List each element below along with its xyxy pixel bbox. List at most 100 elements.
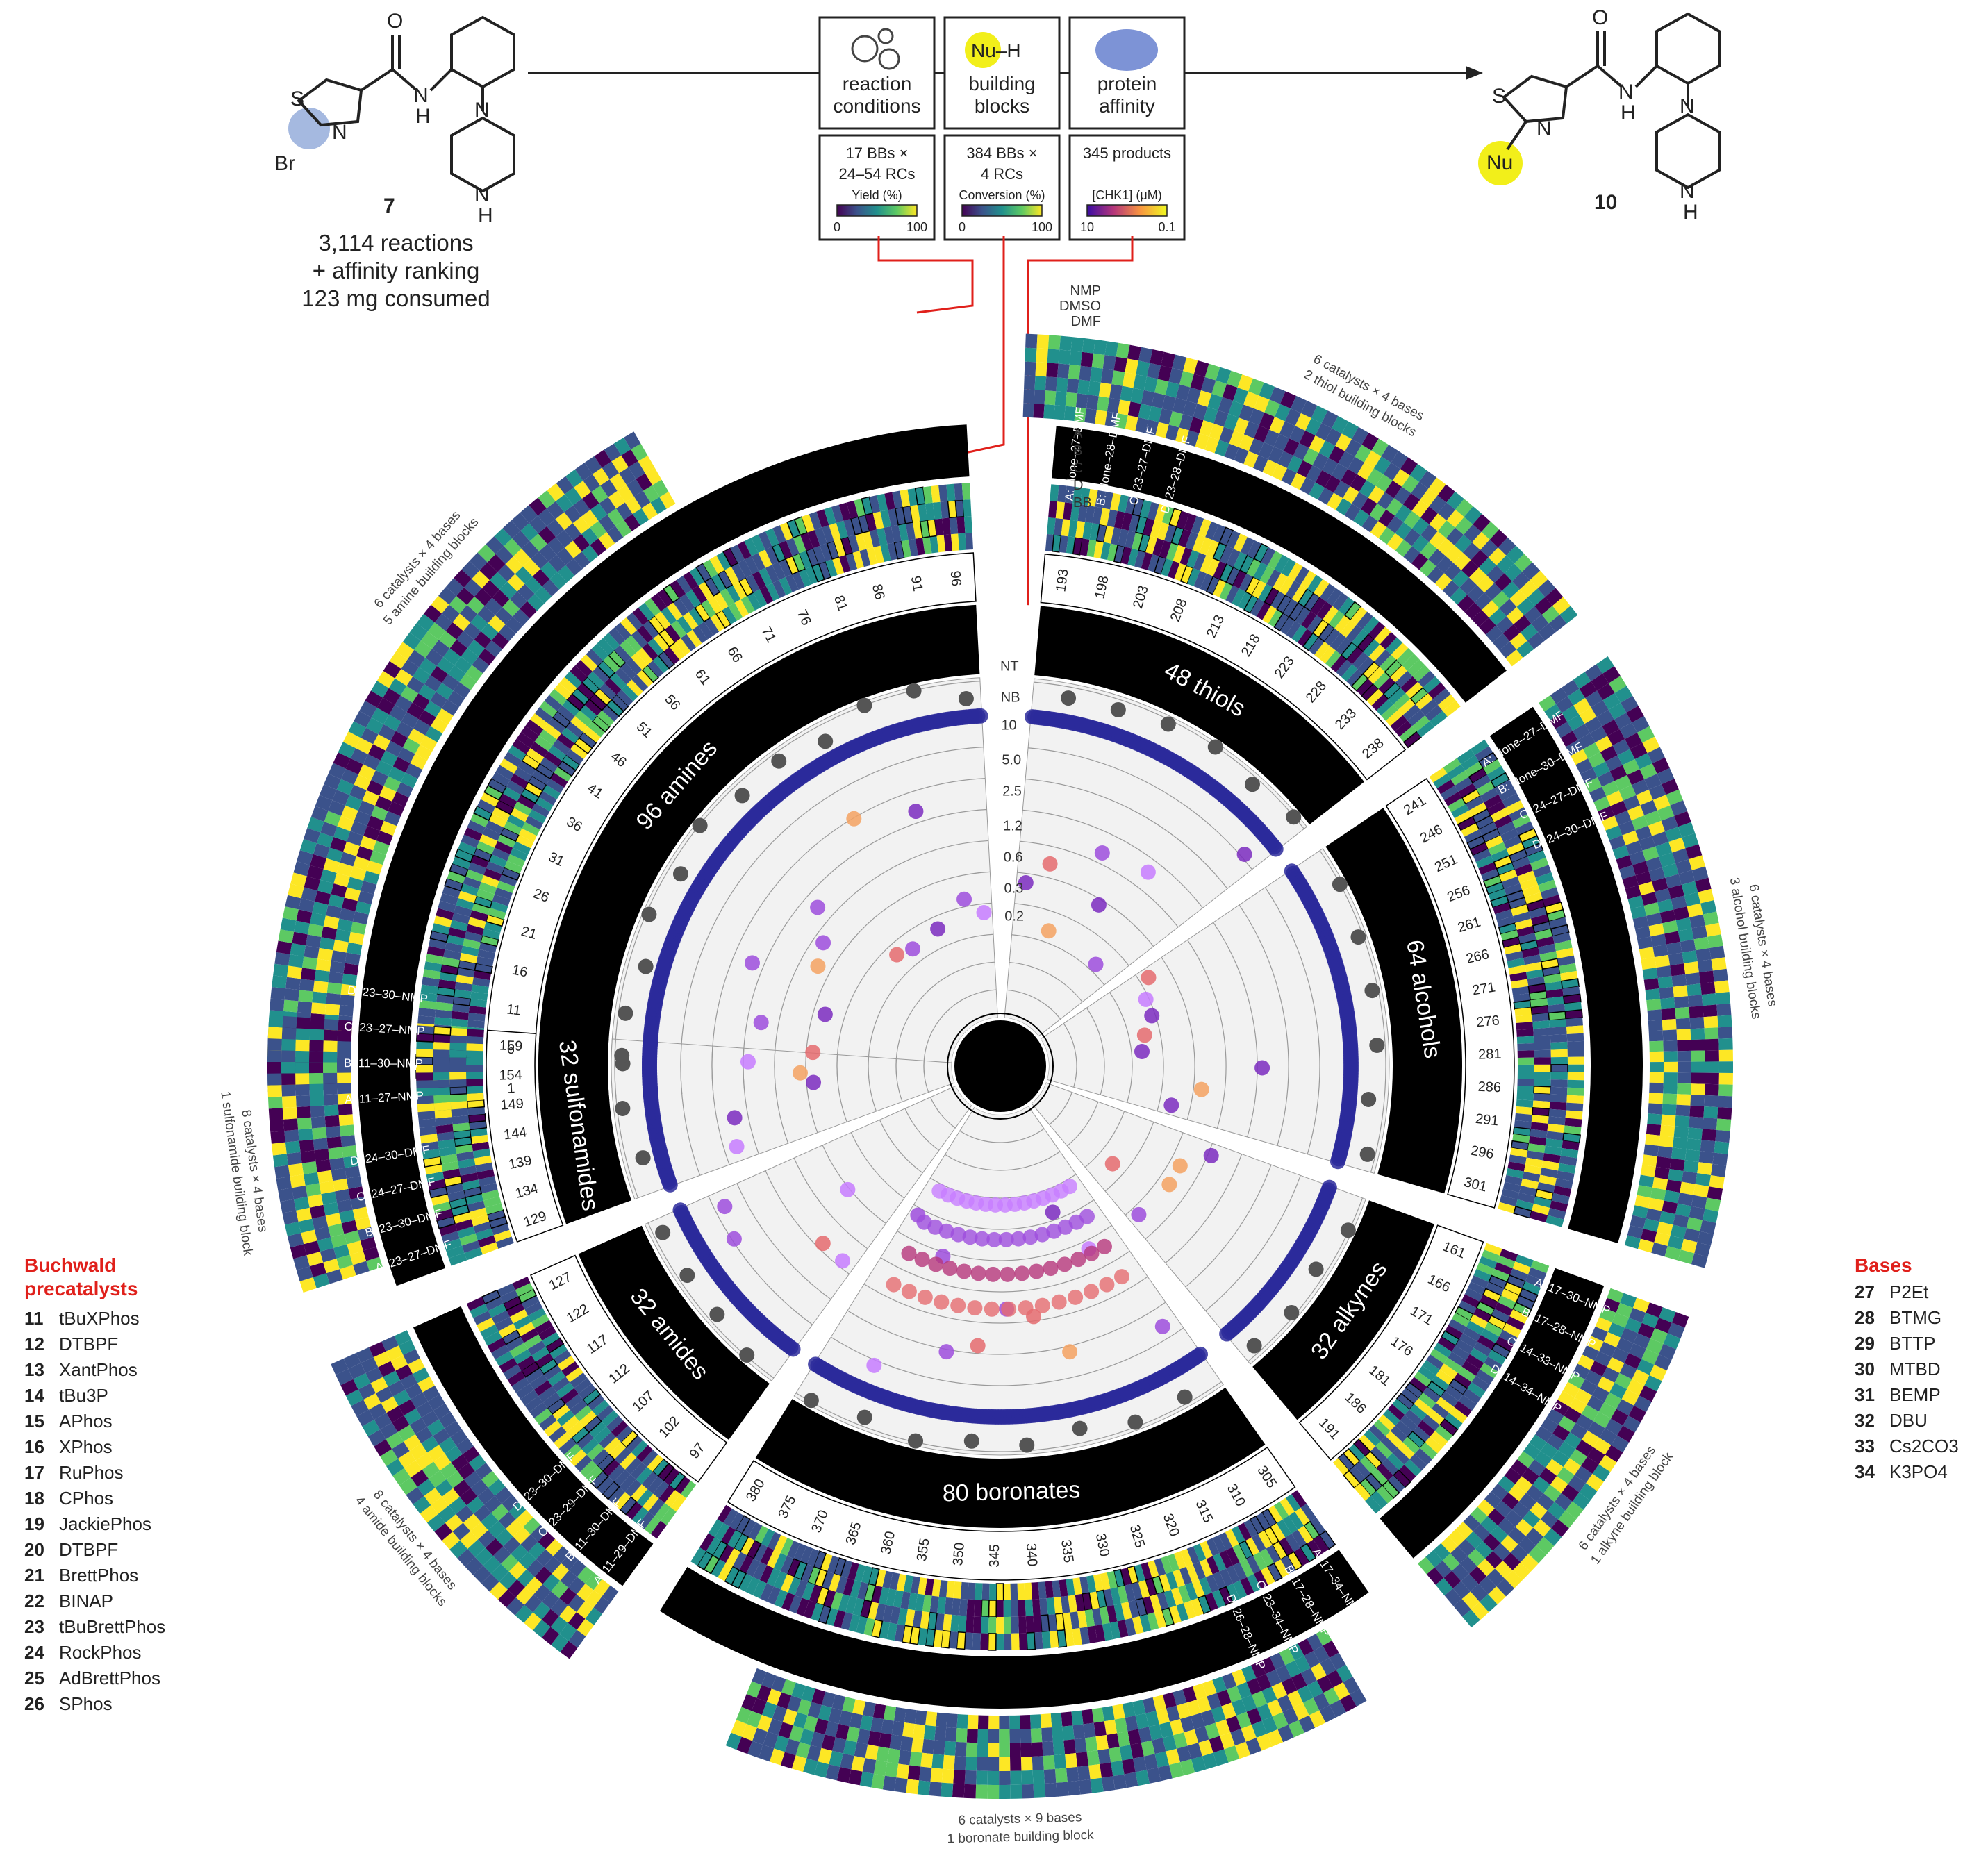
conversion-heatmap-cell	[827, 1555, 840, 1574]
yield-heatmap-cell	[1058, 349, 1071, 365]
conversion-heatmap-cell	[433, 1087, 451, 1096]
conversion-heatmap-cell	[458, 890, 477, 904]
yield-heatmap-cell	[1506, 545, 1525, 564]
conversion-heatmap-cell	[1564, 1009, 1583, 1020]
yield-heatmap-cell	[348, 931, 365, 945]
conversion-heatmap-cell	[1469, 1347, 1488, 1363]
conversion-heatmap-cell	[1412, 715, 1430, 732]
conversion-heatmap-cell	[1238, 591, 1252, 610]
conversion-heatmap-cell	[1273, 612, 1290, 632]
conversion-heatmap-cell	[442, 1168, 461, 1179]
conversion-heatmap-cell	[1102, 1622, 1113, 1641]
conversion-heatmap-cell	[1483, 759, 1502, 775]
yield-heatmap-cell	[477, 1530, 496, 1548]
conversion-heatmap-cell	[597, 638, 615, 656]
yield-heatmap-cell	[315, 795, 333, 811]
yield-heatmap-cell	[547, 483, 565, 501]
affinity-dot	[1088, 956, 1104, 972]
yield-heatmap-cell	[1634, 926, 1651, 940]
conversion-heatmap-cell	[591, 643, 609, 661]
yield-heatmap-cell	[517, 1569, 535, 1587]
yield-heatmap-cell	[1652, 795, 1671, 811]
bb-tick-label: 291	[1475, 1111, 1500, 1129]
yield-heatmap-cell	[1360, 497, 1377, 515]
yield-heatmap-cell	[1693, 1184, 1709, 1198]
conversion-heatmap-cell	[632, 607, 649, 626]
conversion-heatmap-cell	[1427, 682, 1446, 699]
conversion-heatmap-cell	[1166, 542, 1179, 561]
yield-heatmap-cell	[913, 1724, 926, 1739]
conversion-heatmap-cell	[581, 1438, 599, 1455]
radial-gridline	[1014, 903, 1129, 966]
yield-heatmap-cell	[1130, 1743, 1144, 1759]
yield-heatmap-cell	[1540, 1511, 1559, 1529]
row-label: BB	[1073, 495, 1092, 510]
conversion-heatmap-cell	[1371, 694, 1389, 711]
yield-heatmap-cell	[333, 1178, 349, 1192]
yield-heatmap-cell	[1508, 1484, 1526, 1502]
yield-heatmap-cell	[1352, 492, 1368, 510]
yield-heatmap-cell	[433, 1403, 451, 1420]
conversion-heatmap-cell	[1493, 814, 1513, 829]
conversion-heatmap-cell	[1164, 524, 1177, 543]
yield-heatmap-cell	[319, 784, 337, 801]
conversion-heatmap-cell	[626, 1435, 643, 1453]
yield-heatmap-cell	[1450, 1546, 1468, 1564]
affinity-dot	[901, 1245, 917, 1261]
yield-heatmap-cell	[1196, 1696, 1211, 1713]
conversion-heatmap-cell	[1502, 793, 1521, 808]
yield-heatmap-cell	[1509, 589, 1527, 607]
yield-heatmap-cell	[309, 1051, 324, 1063]
yield-heatmap-cell	[1259, 382, 1275, 400]
yield-heatmap-cell	[328, 971, 344, 984]
yield-heatmap-cell	[1702, 1209, 1718, 1223]
yield-heatmap-cell	[323, 1083, 338, 1095]
yield-heatmap-cell	[1452, 1563, 1470, 1581]
conversion-heatmap-cell	[958, 533, 967, 551]
nt-dot	[908, 1433, 924, 1449]
yield-heatmap-cell	[1311, 405, 1328, 424]
yield-heatmap-cell	[411, 1469, 429, 1487]
conversion-heatmap-cell	[1534, 1049, 1551, 1058]
nt-dot	[1359, 1146, 1375, 1162]
yield-heatmap-cell	[1597, 1376, 1615, 1393]
conversion-heatmap-cell	[458, 1165, 477, 1176]
conversion-heatmap-cell	[1301, 611, 1317, 629]
affinity-dot	[1131, 1206, 1147, 1222]
yield-heatmap-cell	[273, 963, 289, 977]
bb-tick-label: 335	[1058, 1538, 1076, 1563]
conversion-heatmap-cell	[1514, 918, 1533, 930]
yield-heatmap-cell	[424, 674, 442, 692]
yield-heatmap-cell	[1204, 1722, 1220, 1740]
conversion-heatmap-cell	[779, 558, 793, 577]
yield-heatmap-cell	[1711, 957, 1727, 971]
conversion-heatmap-cell	[545, 1337, 565, 1354]
yield-heatmap-cell	[780, 1752, 796, 1769]
conversion-heatmap-cell	[449, 1065, 467, 1072]
yield-heatmap-cell	[407, 649, 426, 667]
yield-heatmap-cell	[1075, 1752, 1089, 1767]
conversion-heatmap-cell	[565, 1367, 583, 1383]
conversion-heatmap-cell	[1109, 1621, 1121, 1640]
conversion-heatmap-cell	[907, 1593, 918, 1611]
conversion-heatmap-cell	[580, 1460, 597, 1478]
yield-heatmap-cell	[464, 579, 482, 597]
yield-heatmap-cell	[1029, 1714, 1042, 1729]
yield-heatmap-cell	[1207, 1693, 1222, 1710]
conversion-heatmap-cell	[602, 632, 620, 651]
conversion-heatmap-cell	[608, 1486, 625, 1504]
yield-heatmap-cell	[1659, 1211, 1675, 1225]
conversion-heatmap-cell	[1412, 665, 1430, 682]
yield-heatmap-cell	[1657, 899, 1674, 913]
conversion-heatmap-cell	[601, 1410, 619, 1427]
yield-heatmap-cell	[337, 1083, 351, 1095]
sector-tick-band	[1385, 778, 1515, 1209]
conversion-heatmap-cell	[1402, 654, 1420, 671]
conversion-heatmap-cell	[491, 1223, 510, 1236]
conversion-heatmap-cell	[506, 1302, 525, 1317]
yield-heatmap-cell	[1227, 1686, 1242, 1703]
conversion-heatmap-cell	[1273, 1501, 1289, 1520]
atom-label: N	[413, 84, 429, 107]
conversion-heatmap-cell	[1168, 1605, 1182, 1625]
yield-heatmap-cell	[604, 443, 622, 462]
